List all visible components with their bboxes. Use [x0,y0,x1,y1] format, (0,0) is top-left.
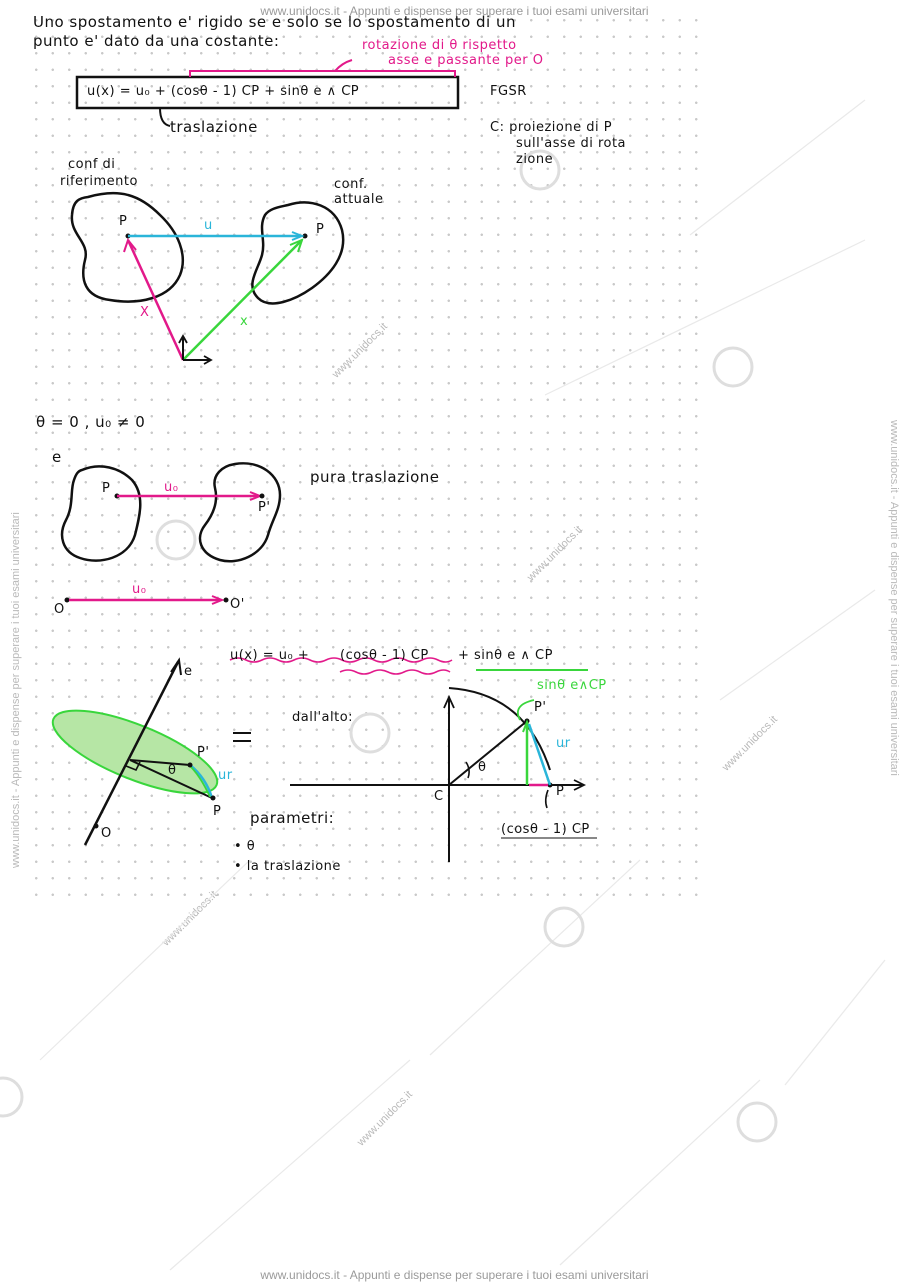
conf-current-line-1: conf. [334,177,368,192]
parameters-title: parametri: [250,809,335,827]
point-p-translated-cur: P' [258,500,271,515]
pure-translation-label: pura traslazione [310,468,440,486]
formula-box [75,75,460,110]
disc-p-prime: P' [197,745,210,760]
watermark-bottom: www.unidocs.it - Appunti e dispense per … [260,1268,649,1282]
rotation-label-2: asse e passante per O [388,53,544,68]
rotation-label-1: rotazione di θ rispetto [362,38,517,53]
intro-line-1: Uno spostamento e' rigido se e solo se l… [33,13,517,31]
top-view-c-label: C [434,789,444,804]
formula2-prefix: u(x) = u₀ + [230,648,310,663]
ur-vector [527,723,552,786]
point-p-current: P [316,222,325,237]
axis-e-label: e [184,664,193,679]
rotation-axis [83,661,180,846]
from-above-label: dall'alto: [292,710,354,725]
top-view-theta: θ [478,760,487,775]
intro-line-2: punto e' dato da una costante: [33,32,280,50]
formula2-cos-term: (cosθ - 1) CP [340,648,429,663]
rotation-bracket [189,70,456,77]
formula2-sin-term: + sinθ e ∧ CP [458,648,553,663]
top-view-p-prime: P' [534,700,547,715]
conf-reference-line-1: conf di [68,157,116,172]
vector-u-label: u [204,218,213,233]
translation-label: traslazione [170,118,258,136]
watermark-logo-icons [0,149,778,1143]
point-p-translated-ref: P [102,481,111,496]
rigid-displacement-formula: u(x) = u₀ + (cosθ - 1) CP + sinθ e ∧ CP [87,84,360,99]
origin-o-label: O [54,602,65,617]
disc-ur-label: ur [218,768,233,783]
u0-label-body: u₀ [164,480,179,495]
vector-X-label: X [140,305,150,320]
watermark-top: www.unidocs.it - Appunti e dispense per … [260,4,649,18]
conf-reference-line-2: riferimento [60,174,138,189]
disc-o-label: O [101,826,112,841]
position-vector-X [126,239,185,361]
u0-label-origin: u₀ [132,582,147,597]
underline-cos-term [229,657,453,663]
c-note-line-2: sull'asse di rota [516,136,627,151]
current-body [251,201,345,305]
translation-pointer [159,107,171,127]
translated-body-2 [198,462,282,563]
c-note-line-3: zione [516,152,554,167]
c-note-line-1: C: proiezione di P [490,120,613,135]
parameter-theta: • θ [234,839,256,854]
vector-x-label: x [240,314,249,329]
disc-theta: θ [168,763,177,778]
parameter-translation: • la traslazione [234,859,341,874]
cos-term-label: (cosθ - 1) CP [501,822,590,837]
condition-e-label: e [52,448,62,466]
sin-term-label: sinθ e∧CP [537,678,607,693]
conf-current-line-2: attuale [334,192,384,207]
top-view-p: P [556,784,565,799]
watermark-diagonal-lines [39,99,886,1271]
point-p-reference: P [119,214,128,229]
translated-body-1 [60,465,142,562]
origin-o-prime-label: O' [230,597,245,612]
fgsr-label: FGSR [490,84,527,99]
position-vector-x [182,239,303,361]
top-view-ur-label: ur [556,736,571,751]
rotation-arc [448,687,551,771]
disc-p: P [213,804,222,819]
reference-body [70,191,185,303]
pure-translation-condition: θ = 0 , u₀ ≠ 0 [36,413,146,431]
